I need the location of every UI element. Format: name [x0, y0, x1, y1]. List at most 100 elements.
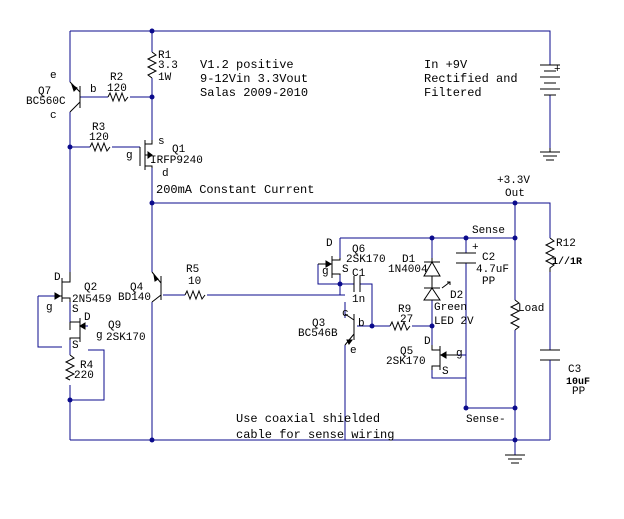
- q7-pin-c: c: [50, 110, 57, 122]
- c2-plus-label: +: [472, 242, 479, 254]
- r5-name: R5: [186, 264, 199, 276]
- r1-name: R1: [158, 50, 172, 62]
- d2-extra: LED 2V: [434, 316, 474, 328]
- q2-jfet: [54, 272, 71, 302]
- c1-value: 1n: [352, 294, 365, 306]
- d2-led: [423, 281, 451, 301]
- q2-pin-d: D: [54, 272, 61, 284]
- r12-value: 1//1R: [552, 256, 582, 268]
- q9-pin-d: D: [84, 312, 91, 324]
- q6-jfet: [318, 256, 341, 278]
- c3-capacitor: [540, 349, 560, 375]
- c1-name: C1: [352, 268, 366, 280]
- q1-pin-d: d: [162, 168, 169, 180]
- r3-value: 120: [89, 132, 109, 144]
- q7-pin-b: b: [90, 84, 97, 96]
- d2-value: Green: [434, 302, 467, 314]
- q6-pin-s: S: [342, 264, 349, 276]
- ground-symbol: [505, 454, 525, 464]
- output-label: Out: [505, 188, 525, 200]
- junction-dot: [67, 144, 73, 150]
- d2-name: D2: [450, 290, 463, 302]
- r4-name: R4: [80, 360, 94, 372]
- q1-mosfet: [139, 140, 153, 170]
- constant-current-note: 200mA Constant Current: [156, 183, 314, 197]
- q9-name: Q9: [108, 320, 121, 332]
- c2-capacitor: [456, 252, 476, 264]
- q1-pin-s: s: [158, 136, 165, 148]
- battery-symbol: [540, 64, 560, 161]
- junction-dot: [149, 94, 155, 100]
- version-note-line3: Salas 2009-2010: [200, 86, 308, 100]
- junction-dot: [67, 397, 73, 403]
- r3-name: R3: [92, 122, 105, 134]
- q7-transistor: [69, 81, 81, 113]
- junction-dot: [369, 323, 375, 329]
- q4-transistor: [151, 271, 162, 303]
- d1-diode: [423, 258, 441, 284]
- sense-plus-label: Sense: [472, 225, 505, 237]
- q5-pin-s: S: [442, 366, 449, 378]
- q6-name: Q6: [352, 244, 365, 256]
- load-resistor: [509, 299, 521, 331]
- q5-name: Q5: [400, 346, 413, 358]
- r5-resistor: [184, 289, 206, 301]
- q9-pin-g: g: [96, 330, 103, 342]
- q9-value: 2SK170: [106, 332, 146, 344]
- q7-value: BC560C: [26, 96, 66, 108]
- junction-dot: [149, 200, 155, 206]
- r3-resistor: [89, 141, 111, 153]
- r9-value: 27: [400, 314, 413, 326]
- junction-dot: [512, 200, 518, 206]
- q6-value: 2SK170: [346, 254, 386, 266]
- r2-value: 120: [107, 83, 127, 95]
- r4-resistor: [64, 354, 76, 381]
- q7-name: Q7: [38, 86, 51, 98]
- q5-pin-d: D: [424, 336, 431, 348]
- junction-dot: [337, 281, 343, 287]
- q2-value: 2N5459: [72, 294, 112, 306]
- r1-extra: 1W: [158, 72, 172, 84]
- coax-note-line1: Use coaxial shielded: [236, 412, 380, 426]
- junction-dot: [512, 437, 518, 443]
- output-voltage-label: +3.3V: [497, 175, 530, 187]
- q3-transistor: [344, 313, 355, 346]
- r2-name: R2: [110, 72, 123, 84]
- input-note-line1: In +9V: [424, 58, 468, 72]
- junction-dot: [429, 323, 435, 329]
- q2-pin-s: S: [72, 304, 79, 316]
- c3-extra: PP: [572, 386, 586, 398]
- q3-pin-c: c: [342, 308, 349, 320]
- battery-plus-label: +: [554, 64, 561, 76]
- q5-jfet: [431, 345, 458, 370]
- q2-name: Q2: [84, 282, 97, 294]
- q9-jfet: [69, 318, 86, 342]
- q2-pin-g: g: [46, 302, 53, 314]
- c3-value: 10uF: [566, 377, 590, 388]
- r2-resistor: [107, 91, 129, 103]
- q4-name: Q4: [130, 282, 144, 294]
- q4-value: BD140: [118, 292, 151, 304]
- q3-value: BC546B: [298, 328, 338, 340]
- junction-dot: [149, 28, 155, 34]
- q3-pin-e: e: [350, 345, 357, 357]
- junctions: [67, 28, 518, 443]
- q1-name: Q1: [172, 144, 186, 156]
- load-label: Load: [518, 303, 544, 315]
- d1-name: D1: [402, 254, 416, 266]
- version-note-line1: V1.2 positive: [200, 58, 294, 72]
- r12-name: R12: [556, 238, 576, 250]
- c1-capacitor: [353, 276, 361, 292]
- junction-dot: [512, 405, 518, 411]
- junction-dot: [463, 235, 469, 241]
- c2-name: C2: [482, 252, 495, 264]
- r1-value: 3.3: [158, 60, 178, 72]
- c2-value: 4.7uF: [476, 264, 509, 276]
- r9-name: R9: [398, 304, 411, 316]
- r5-value: 10: [188, 276, 201, 288]
- version-note-line2: 9-12Vin 3.3Vout: [200, 72, 308, 86]
- junction-dot: [149, 437, 155, 443]
- q6-pin-g: g: [322, 266, 329, 278]
